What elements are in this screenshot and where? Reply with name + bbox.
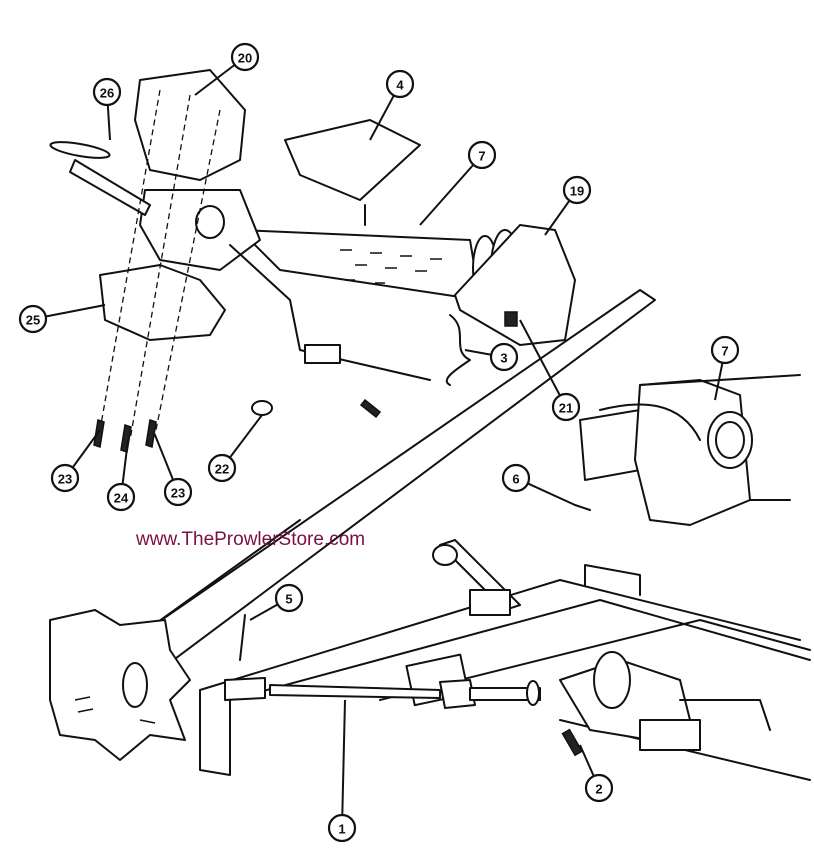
callout-circle — [50, 463, 80, 493]
callout-5: 5 — [249, 583, 304, 621]
callout-number: 5 — [285, 592, 292, 607]
callout-23: 23 — [154, 434, 193, 507]
leader-line — [341, 699, 346, 816]
callout-7: 7 — [419, 140, 497, 226]
callout-circle — [230, 42, 260, 72]
callout-circle — [710, 335, 740, 365]
leader-line — [45, 304, 106, 318]
callout-number: 20 — [238, 51, 252, 66]
leader-line — [579, 744, 595, 777]
callout-number: 22 — [215, 462, 229, 477]
callout-circle — [584, 773, 614, 803]
callout-19: 19 — [544, 175, 592, 236]
leader-line — [519, 319, 561, 396]
callout-number: 7 — [721, 344, 728, 359]
callout-number: 25 — [26, 313, 40, 328]
leader-line — [369, 94, 395, 141]
callout-25: 25 — [18, 304, 106, 334]
callout-circle — [562, 175, 592, 205]
callout-6: 6 — [501, 463, 576, 506]
leader-line — [121, 439, 129, 485]
leader-line — [714, 362, 724, 401]
leader-line — [154, 434, 175, 481]
callout-26: 26 — [92, 77, 122, 141]
leader-line — [229, 414, 263, 459]
callout-20: 20 — [194, 42, 260, 96]
callout-2: 2 — [579, 744, 614, 803]
callout-circle — [207, 453, 237, 483]
callout-1: 1 — [327, 699, 357, 843]
leader-line — [71, 429, 101, 469]
callout-number: 19 — [570, 184, 584, 199]
callout-3: 3 — [464, 342, 519, 372]
leader-line — [527, 482, 576, 506]
callout-number: 23 — [171, 486, 185, 501]
callout-number: 23 — [58, 472, 72, 487]
callout-number: 21 — [559, 401, 573, 416]
leader-line — [464, 349, 492, 356]
callout-circle — [327, 813, 357, 843]
callout-number: 4 — [396, 78, 404, 93]
callout-circle — [489, 342, 519, 372]
callout-24: 24 — [106, 439, 136, 512]
callout-21: 21 — [519, 319, 581, 422]
callout-circle — [92, 77, 122, 107]
callout-number: 1 — [338, 822, 345, 837]
leader-line — [419, 164, 475, 226]
callout-circle — [385, 69, 415, 99]
callout-circle — [274, 583, 304, 613]
callout-circle — [106, 482, 136, 512]
watermark-text: www.TheProwlerStore.com — [136, 529, 366, 550]
callout-22: 22 — [207, 414, 263, 483]
callout-number: 2 — [595, 782, 602, 797]
callout-circle — [551, 392, 581, 422]
leader-line — [544, 200, 571, 236]
callout-number: 7 — [478, 149, 485, 164]
callout-number: 26 — [100, 86, 114, 101]
callout-number: 24 — [114, 491, 129, 506]
callout-number: 3 — [500, 351, 507, 366]
leader-line — [194, 64, 236, 96]
callout-7: 7 — [710, 335, 740, 401]
callout-circle — [467, 140, 497, 170]
callout-number: 6 — [512, 472, 519, 487]
callout-circle — [18, 304, 48, 334]
line-art — [49, 69, 811, 781]
callout-23: 23 — [50, 429, 101, 493]
callout-4: 4 — [369, 69, 415, 141]
callout-circle — [163, 477, 193, 507]
leader-line — [106, 104, 111, 141]
callout-circle — [501, 463, 531, 493]
leader-line — [249, 603, 279, 621]
